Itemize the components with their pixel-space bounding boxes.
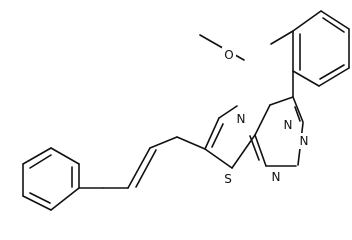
bond (270, 30, 294, 45)
triazole-ring (249, 96, 304, 167)
bond (204, 148, 233, 169)
bond (135, 149, 157, 188)
atom-label: O (224, 48, 233, 62)
bond (149, 136, 178, 149)
bond (320, 10, 350, 30)
bond (211, 123, 224, 148)
atom-label: N (237, 112, 246, 126)
bond (269, 96, 294, 106)
atom-label: N (284, 118, 293, 132)
bond (294, 106, 301, 122)
bond (22, 147, 52, 165)
phenyl-ring (22, 147, 80, 211)
atom-label-nitrogen-3: N (297, 133, 311, 149)
atom-label-oxygen: O (222, 47, 236, 63)
thiadiazole-ring (204, 105, 256, 169)
bond (50, 187, 80, 211)
bond (292, 70, 320, 87)
bond (127, 147, 151, 189)
atom-label-sulfur: S (221, 171, 235, 187)
chemical-structure-canvas: O N N N N S (22, 10, 350, 211)
bond (292, 96, 304, 123)
bond (254, 134, 267, 167)
bond (29, 154, 52, 169)
bond (322, 17, 345, 33)
bond (29, 192, 51, 204)
styryl-linker (78, 136, 206, 189)
bond (319, 64, 345, 80)
bond (199, 34, 222, 48)
atom-label: N (300, 134, 309, 148)
bond (176, 136, 206, 150)
atom-label-nitrogen-1: N (234, 111, 248, 127)
methoxyphenyl-ring (270, 10, 350, 87)
bond (231, 134, 256, 169)
bond (292, 10, 322, 32)
atom-label-nitrogen-4: N (269, 169, 283, 185)
bond (254, 104, 271, 136)
atom-label: S (224, 172, 232, 186)
bond (218, 105, 238, 119)
molecule-drawing: O N N N N S (22, 10, 350, 211)
atom-label-nitrogen-2: N (281, 117, 295, 133)
atom-label: N (272, 170, 281, 184)
bond (22, 195, 52, 211)
bond (318, 67, 350, 87)
bond (204, 117, 220, 150)
bond (50, 147, 80, 165)
